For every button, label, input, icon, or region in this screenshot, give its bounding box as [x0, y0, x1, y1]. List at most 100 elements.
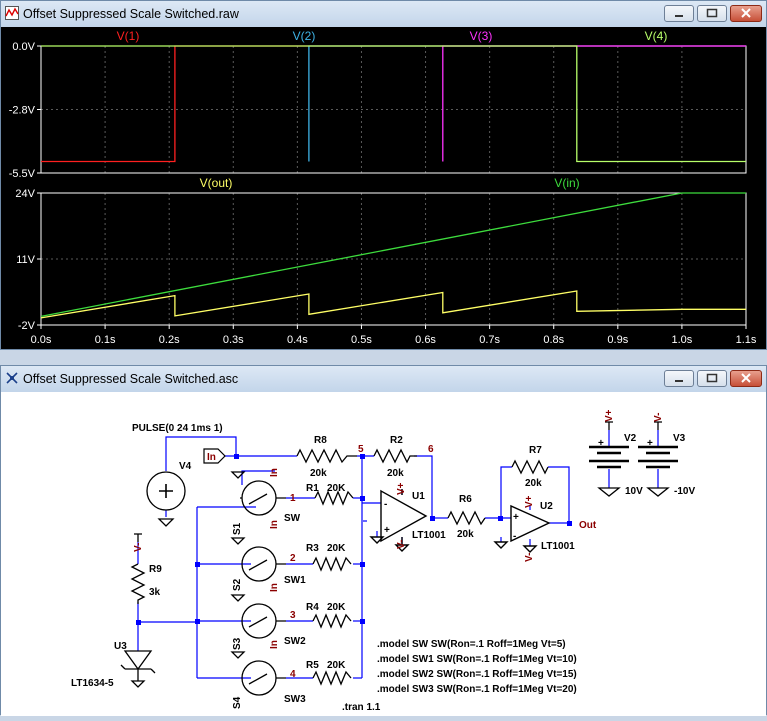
legend-label-vin: V(in) [554, 176, 579, 190]
minimize-icon [675, 380, 683, 382]
x-tick-label: 0.0s [31, 334, 52, 346]
x-tick-label: 0.8s [543, 334, 564, 346]
u2-vminus: V- [524, 553, 535, 562]
legend-label-v2: V(2) [293, 29, 316, 43]
s3-in-label: In [269, 583, 280, 592]
resistor-r5 [312, 670, 352, 686]
v3-vminus: V- [653, 413, 664, 422]
x-tick-label: 0.3s [223, 334, 244, 346]
schematic-canvas[interactable]: PULSE(0 24 1ms 1) In V4 R8 20k R2 20k 5 … [1, 392, 766, 716]
s3-label: S3 [232, 637, 243, 650]
resistor-r2 [373, 448, 417, 464]
u1-vplus: V+ [396, 482, 407, 495]
legend-label-vout: V(out) [200, 176, 233, 190]
directive-2[interactable]: .model SW1 SW(Ron=.1 Roff=1Meg Vt=10) [377, 654, 577, 665]
resistors [130, 448, 549, 686]
resistor-r7 [511, 459, 549, 475]
sw3-model-label: SW3 [284, 694, 306, 705]
r3-value: 20K [327, 543, 346, 554]
r6-value: 20k [457, 529, 474, 540]
y-tick-label: 0.0V [12, 41, 35, 53]
r7-label: R7 [529, 445, 542, 456]
u2-minus: - [513, 531, 516, 542]
s1-label: S1 [232, 522, 243, 535]
series-line-vin [40, 192, 746, 318]
y-tick-label: -2.8V [9, 105, 36, 117]
legend-label-v3: V(3) [470, 29, 493, 43]
y-tick-label: -2V [18, 320, 36, 332]
r9-value: 3k [149, 587, 161, 598]
u2-part: LT1001 [541, 541, 575, 552]
u1-vminus: V- [396, 540, 407, 549]
node-5: 5 [358, 444, 364, 455]
node-1: 1 [290, 493, 296, 504]
maximize-button[interactable] [697, 5, 727, 22]
close-icon [741, 8, 751, 18]
minimize-button[interactable] [664, 5, 694, 22]
schematic-window-titlebar[interactable]: Offset Suppressed Scale Switched.asc [1, 366, 766, 392]
r9-label: R9 [149, 564, 162, 575]
v2-plus: + [598, 438, 604, 449]
directive-4[interactable]: .model SW3 SW(Ron=.1 Roff=1Meg Vt=20) [377, 684, 577, 695]
r4-value: 20K [327, 602, 346, 613]
u2-plus: + [513, 512, 519, 523]
r4-label: R4 [306, 602, 319, 613]
in-port-label: In [207, 452, 216, 463]
u3-part: LT1634-5 [71, 678, 114, 689]
close-button[interactable] [730, 5, 762, 22]
battery-v3 [638, 421, 678, 497]
battery-v2 [589, 421, 629, 497]
legend-label-v4: V(4) [645, 29, 668, 43]
voltage-source-v4 [146, 471, 186, 527]
out-label: Out [579, 520, 597, 531]
sw2-model-label: SW2 [284, 636, 306, 647]
opamp-u2 [493, 504, 551, 553]
resistor-r8 [296, 448, 357, 464]
x-tick-label: 0.1s [95, 334, 116, 346]
x-tick-label: 1.0s [672, 334, 693, 346]
opamp-u1 [369, 489, 428, 552]
series-line-v4 [41, 45, 746, 163]
directive-3[interactable]: .model SW2 SW(Ron=.1 Roff=1Meg Vt=15) [377, 669, 577, 680]
schematic-editor-icon [6, 372, 18, 384]
node-4: 4 [290, 669, 296, 680]
u2-vplus: V+ [524, 495, 535, 508]
schematic-drawing[interactable]: PULSE(0 24 1ms 1) In V4 R8 20k R2 20k 5 … [1, 392, 766, 716]
resistor-r9 [130, 563, 146, 604]
series-line-vout [40, 290, 746, 319]
plot-window-titlebar[interactable]: Offset Suppressed Scale Switched.raw [1, 1, 766, 27]
node-2: 2 [290, 553, 296, 564]
v3-value: -10V [674, 486, 695, 497]
r1-label: R1 [306, 483, 319, 494]
minimize-button[interactable] [664, 370, 694, 387]
junction-dots [136, 454, 572, 625]
x-tick-label: 1.1s [736, 334, 757, 346]
tran-directive[interactable]: .tran 1.1 [342, 702, 381, 713]
series-line-v3 [442, 45, 746, 162]
close-button[interactable] [730, 370, 762, 387]
node-3: 3 [290, 610, 296, 621]
wires [137, 430, 659, 679]
r7-value: 20k [525, 478, 542, 489]
resistor-r6 [447, 510, 486, 526]
close-icon [741, 373, 751, 383]
x-tick-label: 0.6s [415, 334, 436, 346]
resistor-r4 [312, 613, 352, 629]
waveform-plot[interactable]: 0.0V-2.8V-5.5VV(1)V(2)V(3)V(4)24V11V-2V0… [1, 27, 766, 349]
waveform-viewer-icon [5, 6, 19, 20]
y-tick-label: -5.5V [9, 168, 36, 180]
maximize-button[interactable] [697, 370, 727, 387]
plot-window: Offset Suppressed Scale Switched.raw 0.0… [0, 0, 767, 350]
y-tick-label: 11V [16, 254, 35, 266]
resistor-r3 [312, 556, 352, 572]
x-tick-label: 0.4s [287, 334, 308, 346]
switches [230, 471, 286, 696]
sw-model-label: SW [284, 513, 301, 524]
resistor-r1 [314, 490, 354, 506]
v3-plus: + [647, 438, 653, 449]
r2-label: R2 [390, 435, 403, 446]
directive-1[interactable]: .model SW SW(Ron=.1 Roff=1Meg Vt=5) [377, 639, 566, 650]
u1-minus: - [384, 499, 387, 510]
schematic-window-title: Offset Suppressed Scale Switched.asc [23, 372, 239, 386]
